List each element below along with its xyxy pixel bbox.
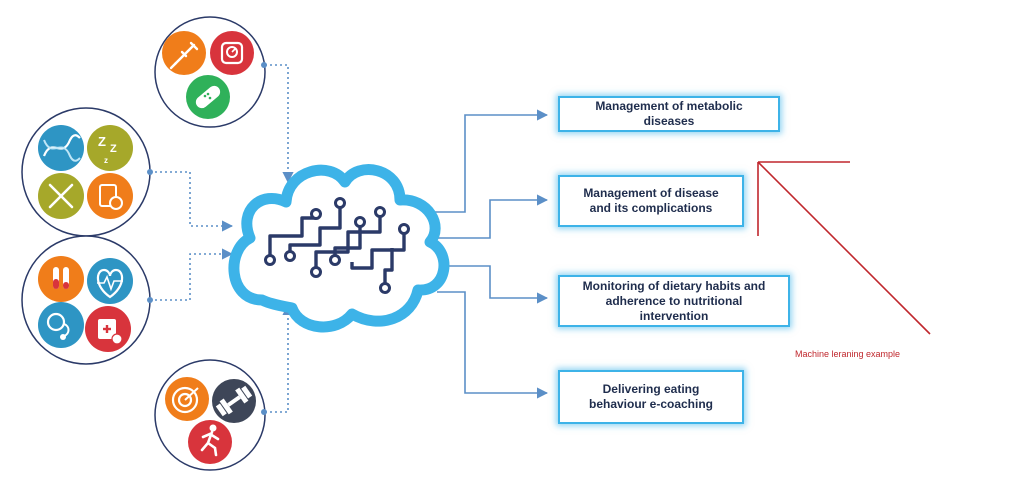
- annotation-arrow: [757, 161, 931, 335]
- connector-outcome-1: [425, 109, 549, 213]
- clipboard-timer-icon: [87, 173, 133, 219]
- outcome-e-coaching: Delivering eating behaviour e-coaching: [558, 370, 744, 424]
- outcome-dietary-monitoring: Monitoring of dietary habits and adheren…: [558, 275, 790, 327]
- sleep-zzz-icon: Z Z z: [87, 125, 133, 171]
- weighing-scale-icon: [210, 31, 254, 75]
- connector-outcome-2: [437, 194, 549, 239]
- brain-cloud-icon: [228, 164, 450, 333]
- annotation-text: Machine leraning example: [795, 349, 901, 359]
- outcome-label: Management of metabolic diseases: [595, 99, 743, 128]
- input-connectors: [150, 64, 294, 413]
- connector-group-3: [150, 248, 234, 301]
- icon-group-1: [154, 16, 267, 128]
- dumbbell-icon: [212, 379, 256, 423]
- circuit-icon: [268, 205, 406, 286]
- target-icon: [165, 377, 209, 421]
- circuit-nodes: [264, 197, 410, 294]
- outcome-label: Monitoring of dietary habits and adheren…: [582, 278, 766, 323]
- bandage-icon: [186, 75, 230, 119]
- connector-group-4: [265, 303, 294, 413]
- blood-pressure-icon: [38, 302, 84, 348]
- outcome-label: Management of disease and its complicati…: [583, 186, 719, 215]
- medical-bag-icon: [85, 306, 131, 352]
- fork-knife-icon: [38, 173, 84, 219]
- svg-text:z: z: [104, 156, 108, 165]
- outcome-disease-complications: Management of disease and its complicati…: [558, 175, 744, 227]
- test-tubes-icon: [38, 256, 84, 302]
- output-connectors: [425, 109, 549, 399]
- outcome-label: Delivering eating behaviour e-coaching: [588, 382, 714, 411]
- syringe-icon: [162, 31, 206, 75]
- svg-text:Z: Z: [110, 143, 117, 155]
- svg-text:Z: Z: [98, 134, 106, 149]
- connector-group-2: [150, 171, 234, 232]
- icon-group-2: Z Z z: [21, 107, 153, 237]
- connector-outcome-3: [447, 265, 549, 304]
- icon-group-4: [154, 359, 267, 471]
- runner-icon: [188, 420, 232, 464]
- icon-group-3: [21, 235, 153, 365]
- connector-outcome-4: [437, 291, 549, 399]
- outcome-metabolic-diseases: Management of metabolic diseases: [558, 96, 780, 132]
- dna-icon: [38, 125, 84, 171]
- heart-rate-icon: [87, 258, 133, 304]
- connector-group-1: [265, 64, 294, 184]
